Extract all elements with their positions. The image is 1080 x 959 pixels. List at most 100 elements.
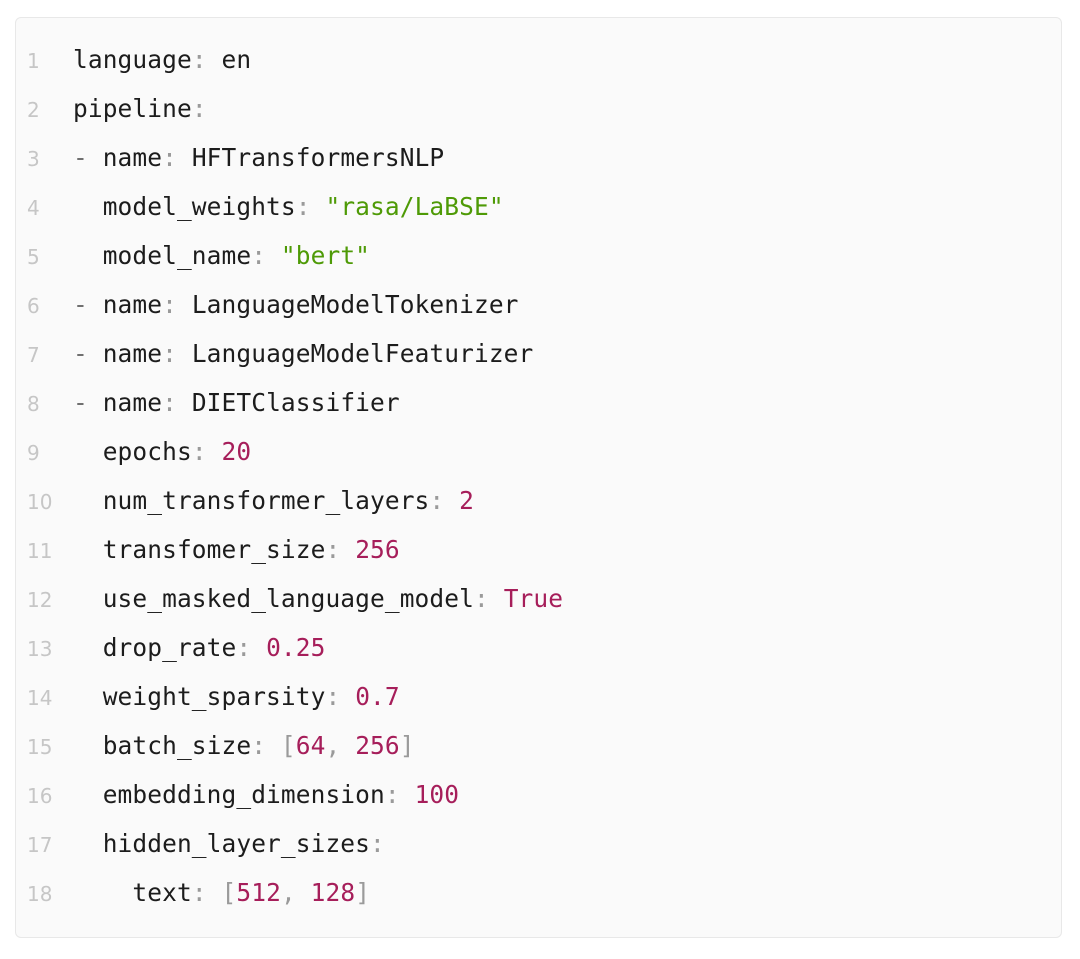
- line-content[interactable]: - name: LanguageModelFeaturizer: [73, 329, 1061, 378]
- token-plain: [311, 192, 326, 221]
- token-key: embedding_dimension: [73, 780, 385, 809]
- line-content[interactable]: batch_size: [64, 256]: [73, 721, 1061, 770]
- token-key: name: [102, 339, 163, 368]
- code-line: 17 hidden_layer_sizes:: [16, 819, 1061, 868]
- code-line: 10 num_transformer_layers: 2: [16, 476, 1061, 525]
- code-editor-body[interactable]: 1 language: en 2 pipeline: 3 - name: HFTransf…: [16, 18, 1061, 937]
- code-line: 8 - name: DIETClassifier: [16, 378, 1061, 427]
- token-plain: [207, 437, 222, 466]
- token-dash: -: [73, 290, 103, 319]
- token-punct: :: [325, 535, 341, 564]
- token-punct: ,: [280, 878, 311, 907]
- token-punct: ]: [355, 878, 371, 907]
- line-number: 4: [27, 196, 40, 220]
- token-key: transfomer_size: [73, 535, 326, 564]
- line-number: 2: [27, 98, 40, 122]
- token-num: 256: [355, 535, 400, 564]
- line-content[interactable]: pipeline:: [73, 84, 1061, 133]
- line-content[interactable]: text: [512, 128]: [73, 868, 1061, 917]
- line-content[interactable]: hidden_layer_sizes:: [73, 819, 1061, 868]
- token-num: 20: [221, 437, 252, 466]
- code-line: 16 embedding_dimension: 100: [16, 770, 1061, 819]
- token-num: 100: [414, 780, 460, 809]
- line-number: 8: [27, 392, 40, 416]
- token-plain: LanguageModelFeaturizer: [176, 339, 534, 368]
- line-content[interactable]: transfomer_size: 256: [73, 525, 1061, 574]
- token-key: pipeline: [73, 94, 192, 123]
- token-key: name: [102, 388, 163, 417]
- line-content[interactable]: - name: HFTransformersNLP: [73, 133, 1061, 182]
- line-content[interactable]: embedding_dimension: 100: [73, 770, 1061, 819]
- token-plain: [251, 633, 266, 662]
- token-punct: ,: [325, 731, 356, 760]
- token-num: 512: [236, 878, 281, 907]
- line-content[interactable]: weight_sparsity: 0.7: [73, 672, 1061, 721]
- line-number: 3: [27, 147, 40, 171]
- token-plain: [340, 682, 355, 711]
- token-key: use_masked_language_model: [73, 584, 474, 613]
- code-line: 1 language: en: [16, 35, 1061, 84]
- token-key: name: [102, 290, 163, 319]
- token-dash: -: [73, 143, 103, 172]
- token-key: text: [73, 878, 192, 907]
- token-plain: [400, 780, 415, 809]
- token-num: 0.7: [355, 682, 400, 711]
- line-content[interactable]: epochs: 20: [73, 427, 1061, 476]
- token-num: 2: [459, 486, 474, 515]
- line-number: 16: [27, 784, 53, 808]
- token-punct: :: [191, 437, 207, 466]
- token-key: model_weights: [73, 192, 296, 221]
- token-plain: [266, 241, 281, 270]
- token-key: weight_sparsity: [73, 682, 326, 711]
- token-punct: :: [236, 633, 252, 662]
- line-number: 5: [27, 245, 40, 269]
- line-number: 1: [27, 49, 40, 73]
- token-punct: :: [251, 241, 267, 270]
- token-num: 128: [310, 878, 356, 907]
- token-key: model_name: [73, 241, 252, 270]
- token-punct: :: [251, 731, 267, 760]
- token-num: 256: [355, 731, 400, 760]
- token-plain: DIETClassifier: [176, 388, 400, 417]
- token-key: epochs: [73, 437, 192, 466]
- code-line: 4 model_weights: "rasa/LaBSE": [16, 182, 1061, 231]
- line-content[interactable]: - name: LanguageModelTokenizer: [73, 280, 1061, 329]
- code-line: 2 pipeline:: [16, 84, 1061, 133]
- code-line: 13 drop_rate: 0.25: [16, 623, 1061, 672]
- token-dash: -: [73, 339, 103, 368]
- token-plain: [489, 584, 504, 613]
- code-line: 5 model_name: "bert": [16, 231, 1061, 280]
- line-content[interactable]: language: en: [73, 35, 1061, 84]
- token-punct: :: [295, 192, 311, 221]
- token-punct: :: [370, 829, 385, 858]
- token-punct: :: [191, 878, 207, 907]
- line-content[interactable]: - name: DIETClassifier: [73, 378, 1061, 427]
- line-number: 9: [27, 441, 40, 465]
- token-punct: [: [280, 731, 296, 760]
- token-key: language: [73, 45, 192, 74]
- line-content[interactable]: drop_rate: 0.25: [73, 623, 1061, 672]
- line-content[interactable]: num_transformer_layers: 2: [73, 476, 1061, 525]
- line-number: 11: [27, 539, 53, 563]
- code-line: 9 epochs: 20: [16, 427, 1061, 476]
- token-punct: :: [325, 682, 341, 711]
- code-block-card: 1 language: en 2 pipeline: 3 - name: HFTransf…: [15, 17, 1062, 938]
- line-content[interactable]: use_masked_language_model: True: [73, 574, 1061, 623]
- line-content[interactable]: model_weights: "rasa/LaBSE": [73, 182, 1061, 231]
- token-plain: [340, 535, 355, 564]
- code-line: 14 weight_sparsity: 0.7: [16, 672, 1061, 721]
- token-string: "bert": [280, 241, 371, 270]
- code-line: 12 use_masked_language_model: True: [16, 574, 1061, 623]
- line-number: 13: [27, 637, 53, 661]
- token-punct: :: [429, 486, 445, 515]
- token-bool: True: [503, 584, 564, 613]
- line-content[interactable]: model_name: "bert": [73, 231, 1061, 280]
- token-num: 0.25: [266, 633, 326, 662]
- token-key: batch_size: [73, 731, 252, 760]
- token-punct: :: [473, 584, 489, 613]
- token-punct: [: [221, 878, 237, 907]
- token-plain: [444, 486, 459, 515]
- token-num: 64: [295, 731, 326, 760]
- line-number: 18: [27, 882, 53, 906]
